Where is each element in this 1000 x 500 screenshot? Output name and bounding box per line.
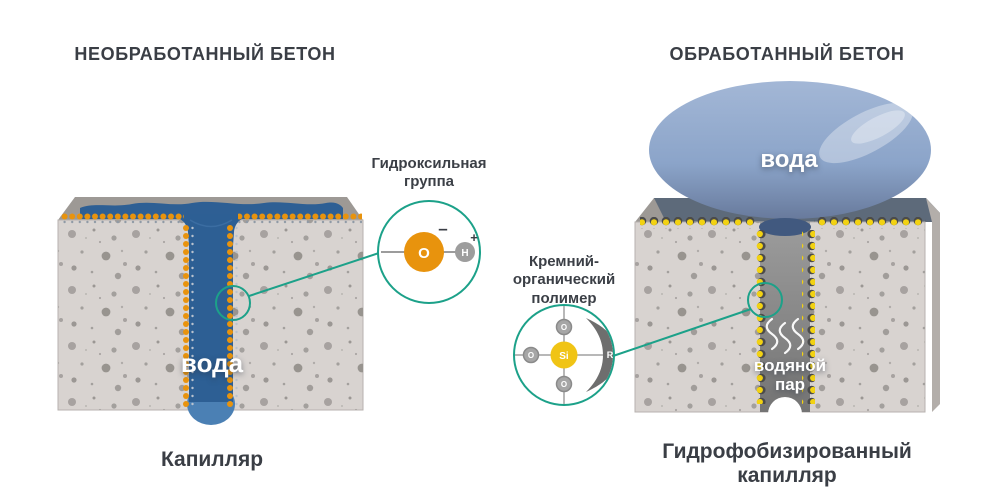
zoom-marker-circle-right	[747, 282, 783, 318]
plus-charge: +	[470, 230, 478, 245]
water-vapor-label: водяной пар	[753, 356, 827, 394]
radical-label: R	[607, 350, 614, 360]
zoom-connector-line-left	[248, 252, 380, 297]
hydroxyl-group-inset: O H – +	[377, 200, 481, 304]
hydroxyl-dots	[60, 213, 362, 408]
droplet-highlight-small	[851, 110, 905, 144]
capillary-funnel	[164, 214, 258, 246]
silicone-polymer-inset: R O O O Si	[513, 304, 615, 406]
zoom-marker-circle-left	[215, 285, 251, 321]
oxygen-atom-top-label: O	[561, 323, 567, 332]
capillary-water	[164, 214, 258, 425]
water-vapor-icon	[765, 317, 805, 355]
oxygen-atom-bottom-label: O	[561, 380, 567, 389]
oxygen-atom	[404, 232, 444, 272]
silicone-polymer-label: Кремний- органический полимер	[512, 253, 616, 307]
silicon-atom	[550, 341, 578, 369]
untreated-concrete-diagram: O H – +	[57, 197, 481, 425]
capillary-bottom-notch	[768, 397, 802, 431]
capillary-mouth-water	[759, 218, 811, 236]
droplet-water-label: вода	[760, 146, 818, 173]
funnel-ripple	[189, 219, 233, 228]
silicon-atom-label: Si	[559, 351, 569, 362]
water-droplet	[649, 81, 931, 219]
hydroxyl-group-label: Гидроксильная группа	[371, 155, 487, 191]
concrete-side-face	[926, 198, 940, 412]
hydrogen-atom	[455, 242, 475, 262]
oxygen-atom-bottom	[555, 375, 573, 393]
left-caption: Капилляр	[160, 448, 264, 471]
hydrogen-atom-label: H	[461, 248, 468, 259]
left-panel-title: НЕОБРАБОТАННЫЙ БЕТОН	[74, 44, 336, 64]
minus-charge: –	[438, 219, 447, 238]
oxygen-atom-top	[555, 318, 573, 336]
oxygen-atom-left-label: O	[528, 351, 534, 360]
zoom-connector-line-right	[612, 308, 752, 357]
droplet-highlight	[819, 102, 913, 164]
oxygen-atom-left	[522, 346, 540, 364]
capillary-water-label: вода	[180, 348, 244, 378]
oxygen-atom-label: O	[418, 245, 430, 262]
top-bevel-corner	[635, 198, 666, 222]
right-caption: Гидрофобизированный капилляр	[662, 440, 912, 487]
right-panel-title: ОБРАБОТАННЫЙ БЕТОН	[669, 44, 905, 64]
treated-concrete-diagram: R O O O Si	[513, 81, 940, 431]
capillary-water-channel	[189, 238, 233, 402]
